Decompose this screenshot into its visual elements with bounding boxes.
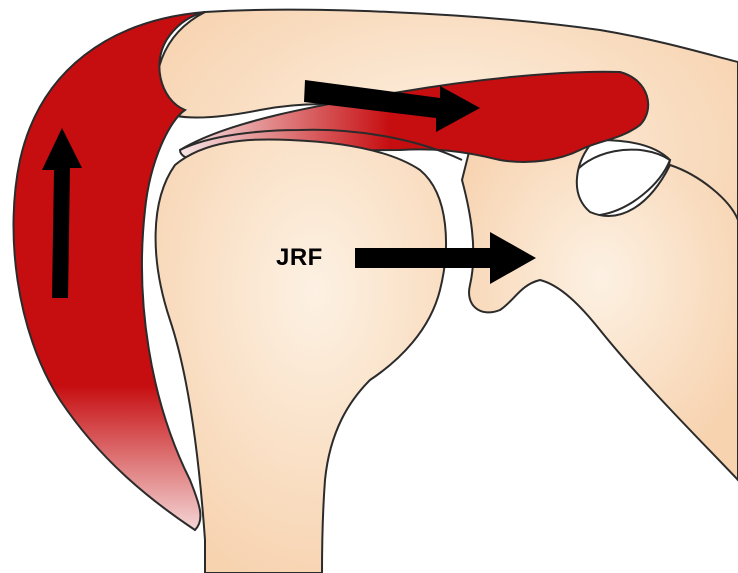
- jrf-label: JRF: [276, 244, 323, 272]
